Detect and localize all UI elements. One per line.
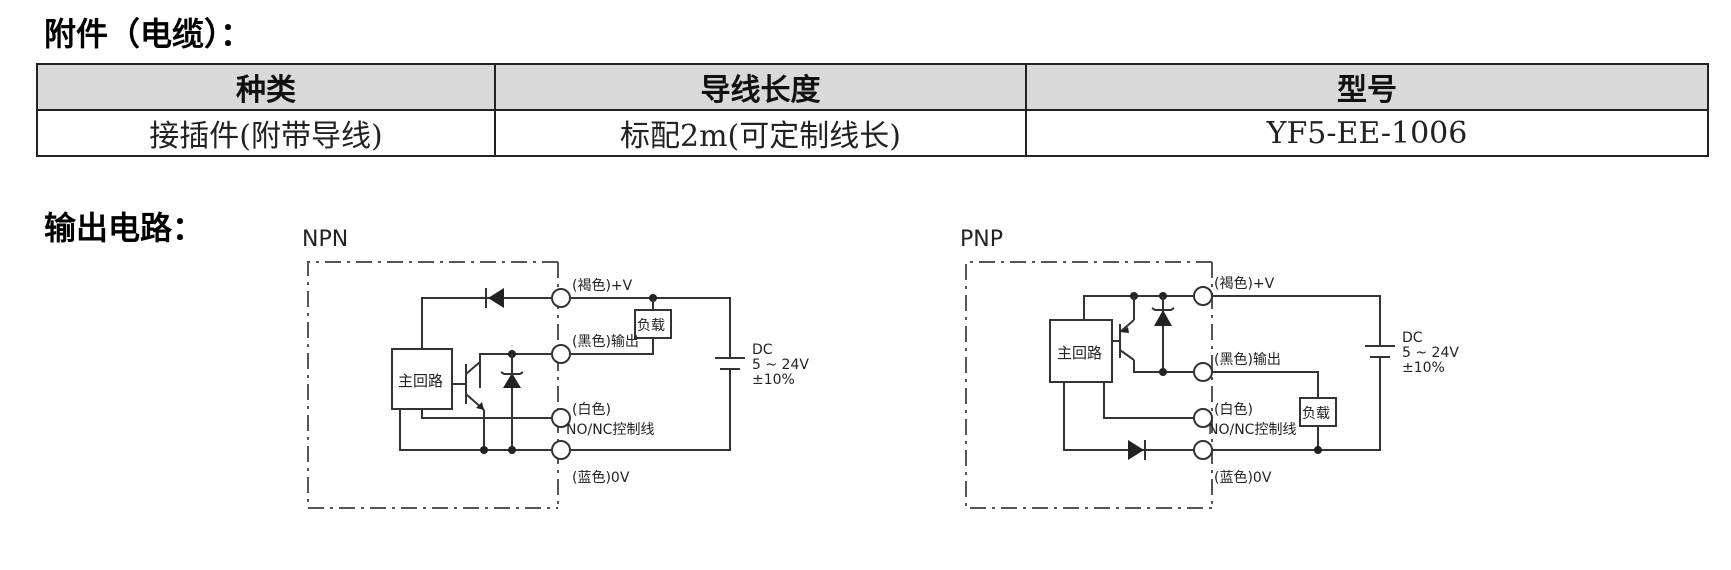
pnp-dc-tolerance: ±10% xyxy=(1402,360,1445,376)
npn-circuit-diagram: NPN 主回路 负载 (褐色)+V (黑色)输出 (白色) NO/NC控制线 (… xyxy=(302,227,809,509)
npn-zener-icon xyxy=(503,373,521,388)
pnp-terminal-white xyxy=(1193,408,1213,428)
npn-label-black: (黑色)输出 xyxy=(572,333,639,350)
npn-terminal-black xyxy=(551,344,571,364)
pnp-main-box xyxy=(1049,319,1113,383)
table-header-row: 种类 导线长度 型号 xyxy=(36,63,1709,111)
pnp-terminal-blue xyxy=(1193,440,1213,460)
npn-terminal-blue xyxy=(551,440,571,460)
pnp-label-brown: (褐色)+V xyxy=(1214,275,1275,292)
header-model: 型号 xyxy=(1025,63,1709,111)
pnp-zener-icon xyxy=(1154,310,1172,326)
npn-title: NPN xyxy=(302,227,348,252)
cell-type: 接插件(附带导线) xyxy=(36,109,496,157)
pnp-title: PNP xyxy=(960,227,1003,252)
table-row: 接插件(附带导线) 标配2m(可定制线长) YF5-EE-1006 xyxy=(36,109,1709,157)
npn-load-label: 负载 xyxy=(637,318,665,334)
npn-enclosure xyxy=(307,261,558,509)
npn-dc-label: DC xyxy=(752,342,773,358)
header-type: 种类 xyxy=(36,63,496,111)
pnp-label-blue: (蓝色)0V xyxy=(1214,469,1272,486)
pnp-label-black: (黑色)输出 xyxy=(1214,351,1281,368)
pnp-main-label: 主回路 xyxy=(1057,344,1102,362)
npn-terminal-brown xyxy=(551,288,571,308)
npn-load-box xyxy=(634,309,672,339)
pnp-circuit-diagram: PNP 主回路 负载 (褐色)+V (黑色)输出 (白色) NO/NC控制线 (… xyxy=(960,227,1459,509)
npn-dc-voltage: 5 ~ 24V xyxy=(752,357,809,373)
cell-length: 标配2m(可定制线长) xyxy=(494,109,1027,157)
output-title: 输出电路： xyxy=(44,209,205,247)
pnp-enclosure xyxy=(965,261,1212,509)
pnp-label-white: (白色) xyxy=(1214,401,1253,418)
npn-label-blue: (蓝色)0V xyxy=(572,469,630,486)
header-length: 导线长度 xyxy=(494,63,1027,111)
npn-label-white: (白色) xyxy=(572,401,611,418)
npn-terminal-white xyxy=(551,408,571,428)
accessory-table: 种类 导线长度 型号 接插件(附带导线) 标配2m(可定制线长) YF5-EE-… xyxy=(36,63,1709,157)
npn-label-nonc: NO/NC控制线 xyxy=(566,422,654,438)
pnp-terminal-brown xyxy=(1193,286,1213,306)
pnp-load-box xyxy=(1299,397,1337,427)
pnp-label-nonc: NO/NC控制线 xyxy=(1208,422,1296,438)
pnp-load-label: 负载 xyxy=(1302,406,1330,422)
pnp-dc-voltage: 5 ~ 24V xyxy=(1402,345,1459,361)
npn-dc-tolerance: ±10% xyxy=(752,372,795,388)
npn-diode-icon xyxy=(488,288,504,308)
pnp-terminal-black xyxy=(1193,362,1213,382)
pnp-diode-icon xyxy=(1128,440,1144,460)
npn-label-brown: (褐色)+V xyxy=(572,277,633,294)
npn-main-label: 主回路 xyxy=(398,372,443,390)
accessory-title: 附件（电缆）： xyxy=(44,15,253,53)
pnp-dc-label: DC xyxy=(1402,330,1423,346)
cell-model: YF5-EE-1006 xyxy=(1025,109,1709,157)
